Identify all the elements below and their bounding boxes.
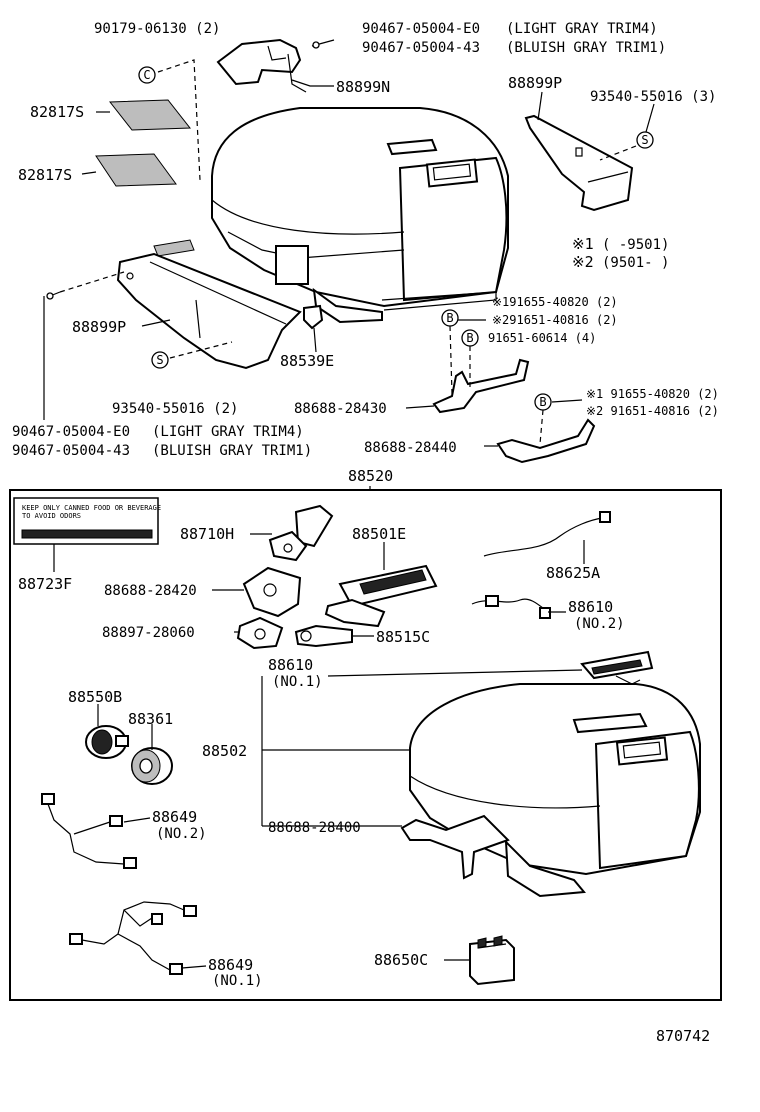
- cool-box-upper-assembly: [211, 107, 509, 324]
- pad-82817s-lower: [95, 153, 177, 187]
- diagram-id: 870742: [656, 1027, 710, 1045]
- label-trim-light-top: (LIGHT GRAY TRIM4): [506, 21, 658, 37]
- label-88361: 88361: [128, 710, 173, 728]
- sensor-88610-no2: [471, 595, 551, 619]
- seal-88897-28060: [236, 616, 284, 650]
- svg-text:B: B: [446, 311, 453, 325]
- clip-88539e-icon: [303, 304, 324, 330]
- bracket-88688-28430: [432, 358, 530, 414]
- bolt-b-icon-2: B: [461, 329, 479, 347]
- label-88610-no2: 88610: [568, 598, 613, 616]
- pipe-88515c: [294, 624, 353, 648]
- bracket-88688-28440: [496, 418, 596, 464]
- bolt-b-icon-3: B: [534, 393, 552, 411]
- label-88502: 88502: [202, 742, 247, 760]
- label-82817s-lower: 82817S: [18, 166, 72, 184]
- label-88723f: 88723F: [18, 575, 72, 593]
- label-88610-no1: 88610: [268, 656, 313, 674]
- label-90179-06130: 90179-06130 (2): [94, 21, 220, 37]
- clip-90179-icon: C: [138, 66, 156, 84]
- note-1-range: ( -9501): [602, 237, 669, 253]
- label-88649-no1: 88649: [208, 956, 253, 974]
- svg-text:KEEP ONLY CANNED FOOD OR BEVER: KEEP ONLY CANNED FOOD OR BEVERAGE: [22, 504, 161, 512]
- fan-88361: [131, 747, 173, 785]
- label-90467-43-bottom: 90467-05004-43: [12, 443, 130, 459]
- label-bolt-row-2: ※291651-40816 (2): [492, 313, 618, 327]
- label-bolt-row-4: ※1 91655-40820 (2): [586, 387, 719, 401]
- cool-box-lower-88502: [409, 683, 701, 898]
- label-88539e: 88539E: [280, 352, 334, 370]
- label-90467-e0-top: 90467-05004-E0: [362, 21, 480, 37]
- label-88649-no2: 88649: [152, 808, 197, 826]
- relay-88650c: [469, 935, 515, 986]
- svg-text:B: B: [539, 395, 546, 409]
- label-88649-no2-sub: (NO.2): [156, 826, 207, 842]
- screw-93540-bottom-icon: S: [151, 351, 169, 369]
- svg-text:S: S: [156, 353, 163, 367]
- label-trim-bluish-top: (BLUISH GRAY TRIM1): [506, 40, 666, 56]
- label-88550b: 88550B: [68, 688, 122, 706]
- caution-label-88723f: KEEP ONLY CANNED FOOD OR BEVERAGE TO AVO…: [13, 497, 161, 545]
- pad-82817s-upper: [108, 99, 192, 131]
- sensor-88610-no1: [580, 650, 654, 685]
- label-88899p-left: 88899P: [72, 318, 126, 336]
- label-88688-28440: 88688-28440: [364, 440, 457, 456]
- svg-text:C: C: [143, 68, 150, 82]
- label-88515c: 88515C: [376, 628, 430, 646]
- label-88899n: 88899N: [336, 78, 390, 96]
- label-88899p-top: 88899P: [508, 74, 562, 92]
- label-88649-no1-sub: (NO.1): [212, 973, 263, 989]
- label-88650c: 88650C: [374, 951, 428, 969]
- wire-88625a: [483, 511, 611, 557]
- label-88610-no2-sub: (NO.2): [574, 616, 625, 632]
- screw-90467-left-icon: [46, 291, 61, 300]
- label-88688-28420: 88688-28420: [104, 583, 197, 599]
- note-1-mark: ※1: [572, 235, 594, 253]
- bracket-88899n: [216, 38, 307, 93]
- label-88897-28060: 88897-28060: [102, 625, 195, 641]
- svg-text:TO AVOID ODORS: TO AVOID ODORS: [22, 512, 81, 520]
- harness-88649-no2: [41, 793, 137, 869]
- bracket-88688-28420: [242, 566, 302, 618]
- note-2-mark: ※2: [572, 253, 594, 271]
- part-88710h: [268, 504, 334, 562]
- bracket-88688-28400: [400, 814, 510, 880]
- label-90467-e0-bottom: 90467-05004-E0: [12, 424, 130, 440]
- bracket-88899p-left: [116, 239, 302, 370]
- label-bolt-row-3: 91651-60614 (4): [488, 331, 596, 345]
- screw-icon: [311, 39, 335, 49]
- label-88501e: 88501E: [352, 525, 406, 543]
- motor-88550b: [85, 725, 129, 759]
- label-88520: 88520: [348, 467, 393, 485]
- label-trim-bluish-bottom: (BLUISH GRAY TRIM1): [152, 443, 312, 459]
- label-82817s-upper: 82817S: [30, 103, 84, 121]
- harness-88649-no1: [69, 901, 197, 975]
- screw-93540-icon: S: [636, 131, 654, 149]
- label-93540-top: 93540-55016 (3): [590, 89, 716, 105]
- label-88710h: 88710H: [180, 525, 234, 543]
- bolt-b-icon-1: B: [441, 309, 459, 327]
- svg-text:B: B: [466, 331, 473, 345]
- label-bolt-row-1: ※191655-40820 (2): [492, 295, 618, 309]
- label-88688-28430: 88688-28430: [294, 401, 387, 417]
- evaporator-88501e: [324, 564, 438, 628]
- label-88625a: 88625A: [546, 564, 600, 582]
- assembly-88520-frame: [9, 489, 722, 1001]
- note-2-range: (9501- ): [602, 255, 669, 271]
- svg-text:S: S: [641, 133, 648, 147]
- label-93540-bottom: 93540-55016 (2): [112, 401, 238, 417]
- label-88688-28400: 88688-28400: [268, 820, 361, 836]
- label-trim-light-bottom: (LIGHT GRAY TRIM4): [152, 424, 304, 440]
- label-88610-no1-sub: (NO.1): [272, 674, 323, 690]
- label-90467-43-top: 90467-05004-43: [362, 40, 480, 56]
- bracket-88899p-right: [524, 114, 634, 212]
- label-bolt-row-5: ※2 91651-40816 (2): [586, 404, 719, 418]
